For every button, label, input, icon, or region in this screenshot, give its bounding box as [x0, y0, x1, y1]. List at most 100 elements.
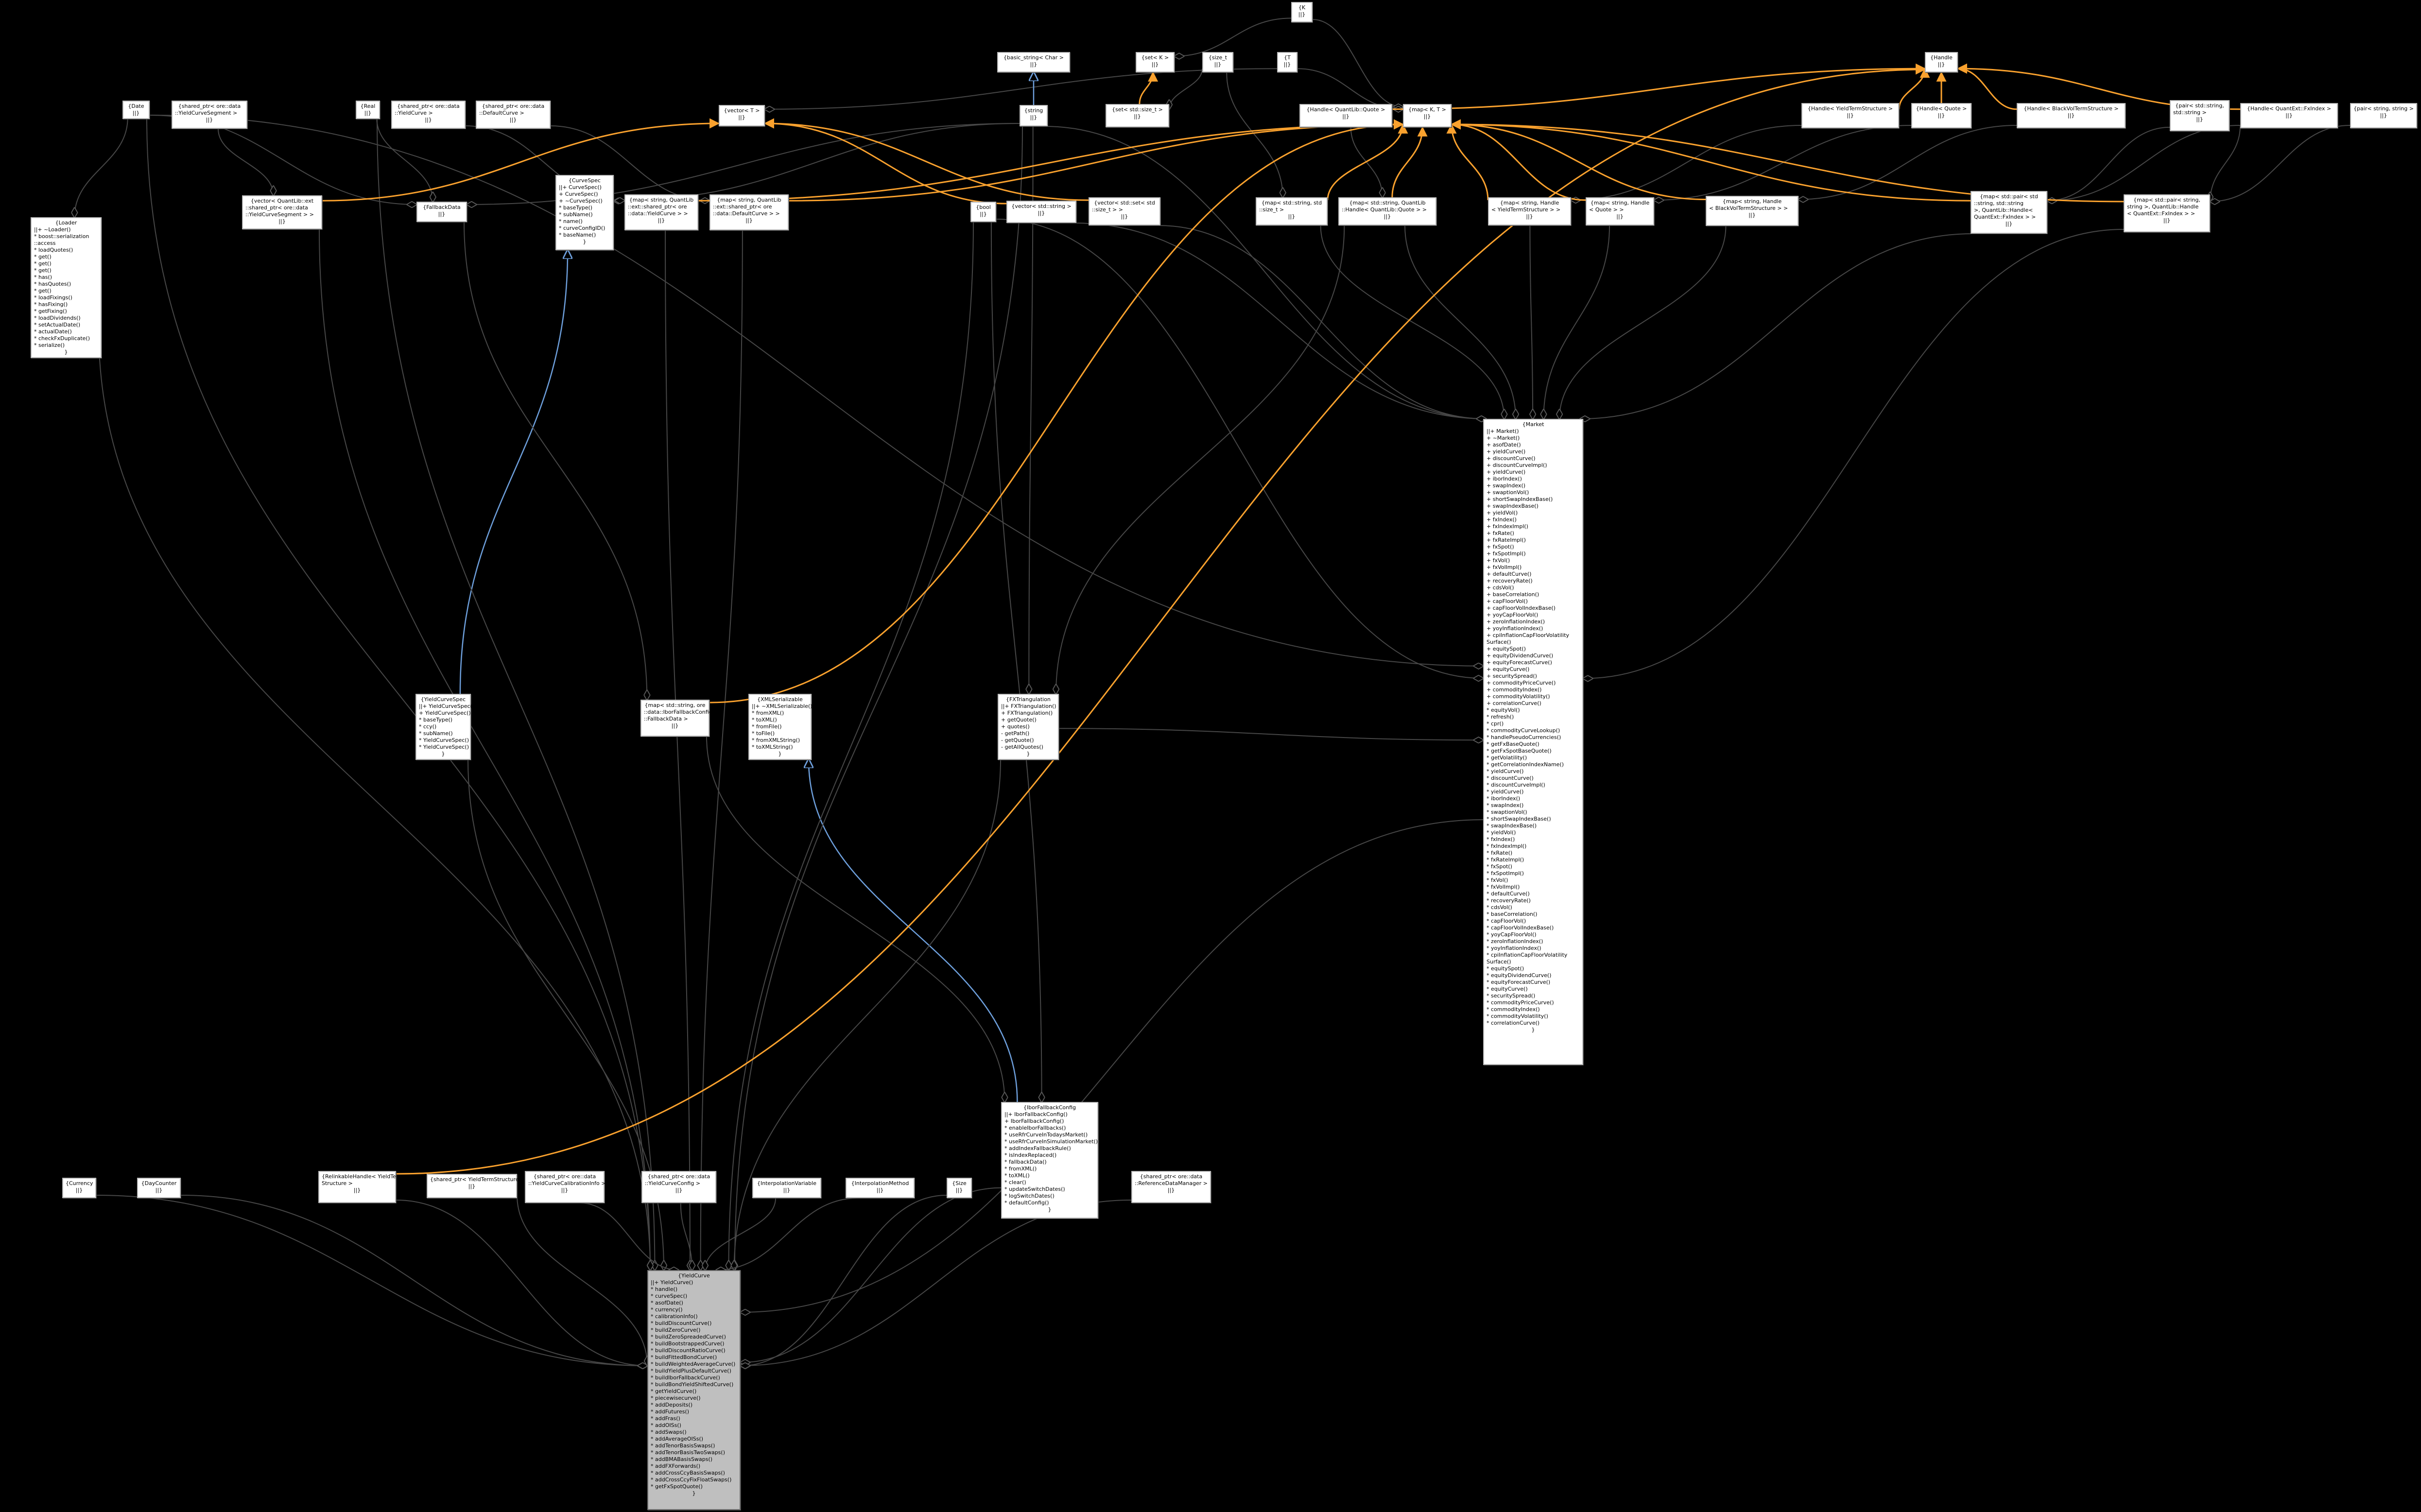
class-member: ||} [2285, 112, 2293, 119]
edge-relinkable-handle-yield-term-structure-to-yield-curve [396, 1200, 647, 1366]
node-map-pair-string-string-handle-fx-index[interactable]: {map< std::pair< string,string >, QuantL… [2124, 194, 2210, 232]
class-name: {basic_string< Char > [1003, 54, 1064, 61]
class-member: + fxVol() [1487, 557, 1510, 564]
node-handle-quote[interactable]: {Handle< Quote >||} [1911, 103, 1971, 128]
class-member: * checkFxDuplicate() [34, 335, 90, 342]
edge-map-pair-std-string-handle-fx-index-to-map-k-t [1450, 119, 1971, 202]
node-market[interactable]: {Market||+ Market()+ ~Market()+ asofDate… [1483, 419, 1583, 1065]
node-loader[interactable]: {Loader||+ ~Loader()* boost::serializati… [31, 217, 102, 358]
class-member: + equityCurve() [1487, 666, 1530, 672]
node-shared-ptr-yield-curve-config[interactable]: {shared_ptr< ore::data::YieldCurveConfig… [641, 1171, 716, 1203]
node-handle-quantext-fx-index[interactable]: {Handle< QuantExt::FxIndex >||} [2240, 103, 2338, 128]
node-shared-ptr-yield-curve-calibration-info[interactable]: {shared_ptr< ore::data::YieldCurveCalibr… [525, 1171, 605, 1203]
class-name: {XMLSerializable [757, 696, 803, 703]
node-interpolation-variable[interactable]: {InterpolationVariable||} [752, 1178, 821, 1198]
class-member: + yieldCurve() [1487, 469, 1526, 475]
node-set-k[interactable]: {set< K >||} [1136, 52, 1175, 72]
node-vector-t[interactable]: {vector< T >||} [719, 105, 765, 126]
node-map-string-handle-quote[interactable]: {map< string, Handle< Quote > >||} [1586, 197, 1654, 225]
node-handle-yield-term-structure[interactable]: {Handle< YieldTermStructure >||} [1801, 103, 1899, 128]
class-member: * capFloorVolIndexBase() [1487, 925, 1554, 931]
node-shared-ptr-yield-curve[interactable]: {shared_ptr< ore::data::YieldCurve >||} [391, 101, 466, 129]
class-name: {set< std::size_t > [1112, 106, 1163, 113]
node-map-k-t[interactable]: {map< K, T >||} [1403, 104, 1452, 127]
class-member: ::ext::shared_ptr< ore [713, 204, 772, 210]
node-map-string-yield-curve[interactable]: {map< string, QuantLib::ext::shared_ptr<… [624, 194, 698, 230]
class-name: {Market [1522, 421, 1544, 428]
class-member: * buildYieldPlusDefaultCurve() [651, 1368, 731, 1374]
class-name: {vector< std::set< std [1094, 200, 1155, 206]
edge-market-to-yield-curve [741, 819, 1484, 1312]
class-member: ||} [75, 1187, 83, 1193]
node-handle-black-vol-term-structure[interactable]: {Handle< BlackVolTermStructure >||} [2017, 103, 2126, 128]
node-t[interactable]: {T||} [1277, 52, 1297, 72]
node-map-string-handle-black-vol-term-structure[interactable]: {map< string, Handle< BlackVolTermStruct… [1706, 196, 1798, 226]
node-fx-triangulation[interactable]: {FXTriangulation||+ FXTriangulation()+ F… [998, 694, 1059, 760]
node-day-counter[interactable]: {DayCounter||} [137, 1178, 181, 1198]
node-pair-string-string[interactable]: {pair< string, string >||} [2350, 103, 2417, 128]
edge-map-std-string-std-size-t-to-market [1320, 225, 1504, 419]
node-currency[interactable]: {Currency||} [62, 1178, 96, 1198]
class-member: * swapIndex() [1487, 802, 1524, 808]
node-size-t[interactable]: {size_t||} [1202, 52, 1233, 72]
edge-shared-ptr-yield-curve-calibration-info-to-yield-curve [580, 1203, 678, 1270]
node-fallback-data[interactable]: {FallbackData||} [416, 202, 467, 222]
node-size[interactable]: {Size||} [947, 1178, 972, 1198]
edge-pair-std-string-std-string-to-map-pair-std-string-handle-fx-index [2047, 126, 2170, 201]
class-member: ::access [34, 240, 56, 246]
class-member: * YieldCurveSpec() [419, 737, 469, 743]
class-member: * handlePseudoCurrencies() [1487, 734, 1561, 740]
node-map-string-handle-yield-term-structure[interactable]: {map< string, Handle< YieldTermStructure… [1488, 197, 1571, 225]
node-shared-ptr-yield-term-structure[interactable]: {shared_ptr< YieldTermStructure >||} [427, 1174, 525, 1198]
node-interpolation-method[interactable]: {InterpolationMethod||} [846, 1178, 915, 1198]
node-real[interactable]: {Real||} [356, 101, 380, 119]
node-map-pair-std-string-handle-fx-index[interactable]: {map< std::pair< std::string, std::strin… [1971, 191, 2047, 234]
node-xml-serializable[interactable]: {XMLSerializable||+ ~XMLSerializable()* … [748, 694, 813, 760]
node-map-std-string-fallback-data[interactable]: {map< std::string, ore::data::IborFallba… [640, 700, 712, 737]
edge-k-to-map-k-t [1312, 19, 1403, 107]
class-member: * has() [34, 274, 52, 280]
node-shared-ptr-reference-data-manager[interactable]: {shared_ptr< ore::data::ReferenceDataMan… [1131, 1171, 1211, 1203]
node-shared-ptr-yield-curve-segment[interactable]: {shared_ptr< ore::data::YieldCurveSegmen… [172, 101, 247, 129]
node-map-std-string-std-size-t[interactable]: {map< std::string, std::size_t >||} [1256, 197, 1328, 225]
node-basic-string-char[interactable]: {basic_string< Char >||} [997, 52, 1070, 72]
edge-shared-ptr-yield-term-structure-to-yield-curve [517, 1195, 647, 1366]
node-pair-std-string-std-string[interactable]: {pair< std::string,std::string >||} [2170, 100, 2230, 131]
node-set-std-size-t[interactable]: {set< std::size_t >||} [1106, 104, 1169, 127]
class-name: {FXTriangulation [1006, 696, 1051, 703]
class-member: * get() [34, 260, 52, 267]
class-member: * logSwitchDates() [1004, 1193, 1055, 1199]
class-member: ||} [2380, 112, 2387, 119]
class-member: * subName() [559, 211, 593, 218]
node-map-std-string-handle-quantlib-quote[interactable]: {map< std::string, QuantLib::Handle< Qua… [1338, 197, 1436, 225]
node-vector-std-string[interactable]: {vector< std::string >||} [1006, 201, 1076, 223]
node-shared-ptr-default-curve[interactable]: {shared_ptr< ore::data::DefaultCurve >||… [476, 101, 551, 129]
class-member: * defaultConfig() [1004, 1200, 1049, 1206]
node-ibor-fallback-config[interactable]: {IborFallbackConfig||+ IborFallbackConfi… [1001, 1102, 1098, 1219]
node-string[interactable]: {string||} [1020, 105, 1048, 126]
node-yield-curve-spec[interactable]: {YieldCurveSpec||+ YieldCurveSpec()+ Yie… [415, 694, 474, 760]
node-vector-shared-ptr-yield-curve-segment[interactable]: {vector< QuantLib::ext::shared_ptr< ore:… [242, 195, 322, 229]
node-curve-spec[interactable]: {CurveSpec||+ CurveSpec()+ CurveSpec()+ … [555, 175, 614, 250]
class-member: * cpr() [1487, 721, 1504, 727]
class-name: {map< string, QuantLib [717, 197, 781, 203]
node-handle[interactable]: {Handle||} [1925, 52, 1958, 72]
class-member: ||+ Market() [1487, 428, 1519, 434]
node-map-string-default-curve[interactable]: {map< string, QuantLib::ext::shared_ptr<… [709, 194, 789, 230]
edge-ibor-fallback-config-to-xml-serializable [809, 759, 1018, 1102]
node-handle-quantlib-quote[interactable]: {Handle< QuantLib::Quote >||} [1299, 104, 1392, 127]
edge-map-string-handle-yield-term-structure-to-map-k-t [1446, 123, 1489, 201]
class-member: + fxSpot() [1487, 544, 1514, 550]
class-member: ::YieldCurveCalibrationInfo > [528, 1180, 606, 1186]
class-member: < BlackVolTermStructure > > [1709, 205, 1788, 211]
edge-real-to-yield-curve [377, 118, 655, 1270]
node-date[interactable]: {Date||} [122, 101, 150, 119]
node-k[interactable]: {K||} [1291, 2, 1313, 22]
class-member: ||} [468, 1183, 476, 1189]
class-name: {Date [128, 103, 144, 109]
class-member: * addOISs() [651, 1422, 681, 1428]
node-vector-std-set-std-size-t[interactable]: {vector< std::set< std::size_t > >||} [1089, 197, 1160, 225]
node-bool[interactable]: {bool||} [970, 202, 996, 222]
